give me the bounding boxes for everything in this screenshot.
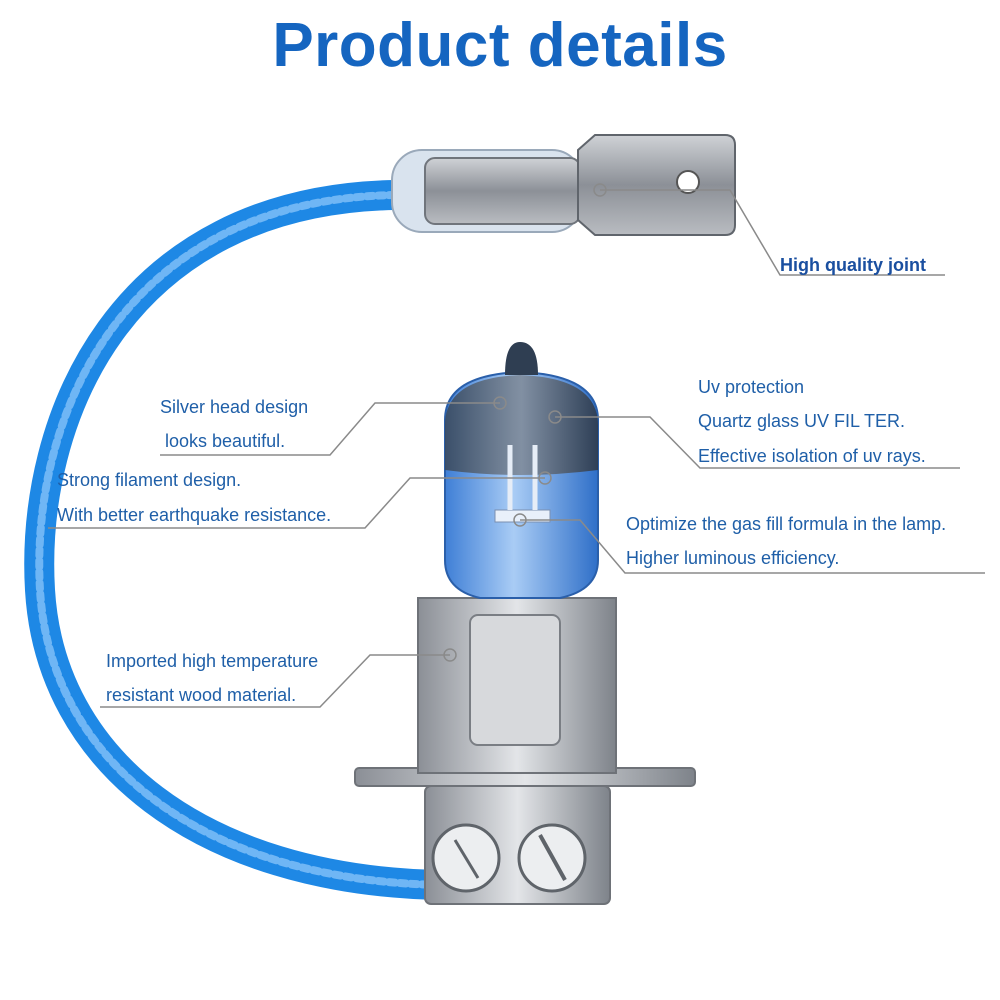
filament [494, 509, 551, 523]
leader-lines [48, 189, 985, 708]
label-uv-line1: Uv protection [698, 377, 805, 397]
target-markers [443, 183, 607, 662]
connector-crimp [424, 157, 581, 225]
label-uv-line3: Effective isolation of uv rays. [698, 446, 926, 466]
label-gas-line2: Higher luminous efficiency. [626, 548, 840, 568]
silver-cap [445, 375, 598, 475]
label-base-line1: Imported high temperature [106, 651, 319, 671]
label-filament-line2: With better earthquake resistance. [57, 505, 332, 525]
bulb-tip [505, 342, 538, 375]
label-silver-head-line1: Silver head design [160, 397, 309, 417]
terminal-hole [676, 170, 700, 194]
label-base-line2: resistant wood material. [106, 685, 297, 705]
label-high-quality-joint: High quality joint [780, 255, 926, 275]
base-window [469, 614, 561, 746]
label-silver-head-line2: looks beautiful. [165, 431, 286, 451]
spade-terminal [577, 134, 736, 236]
label-uv-line2: Quartz glass UV FIL TER. [698, 411, 906, 431]
blue-cable-highlight [35, 191, 444, 889]
label-gas-line1: Optimize the gas fill formula in the lam… [626, 514, 947, 534]
label-filament-line1: Strong filament design. [57, 470, 242, 490]
page-title: Product details [272, 11, 728, 80]
